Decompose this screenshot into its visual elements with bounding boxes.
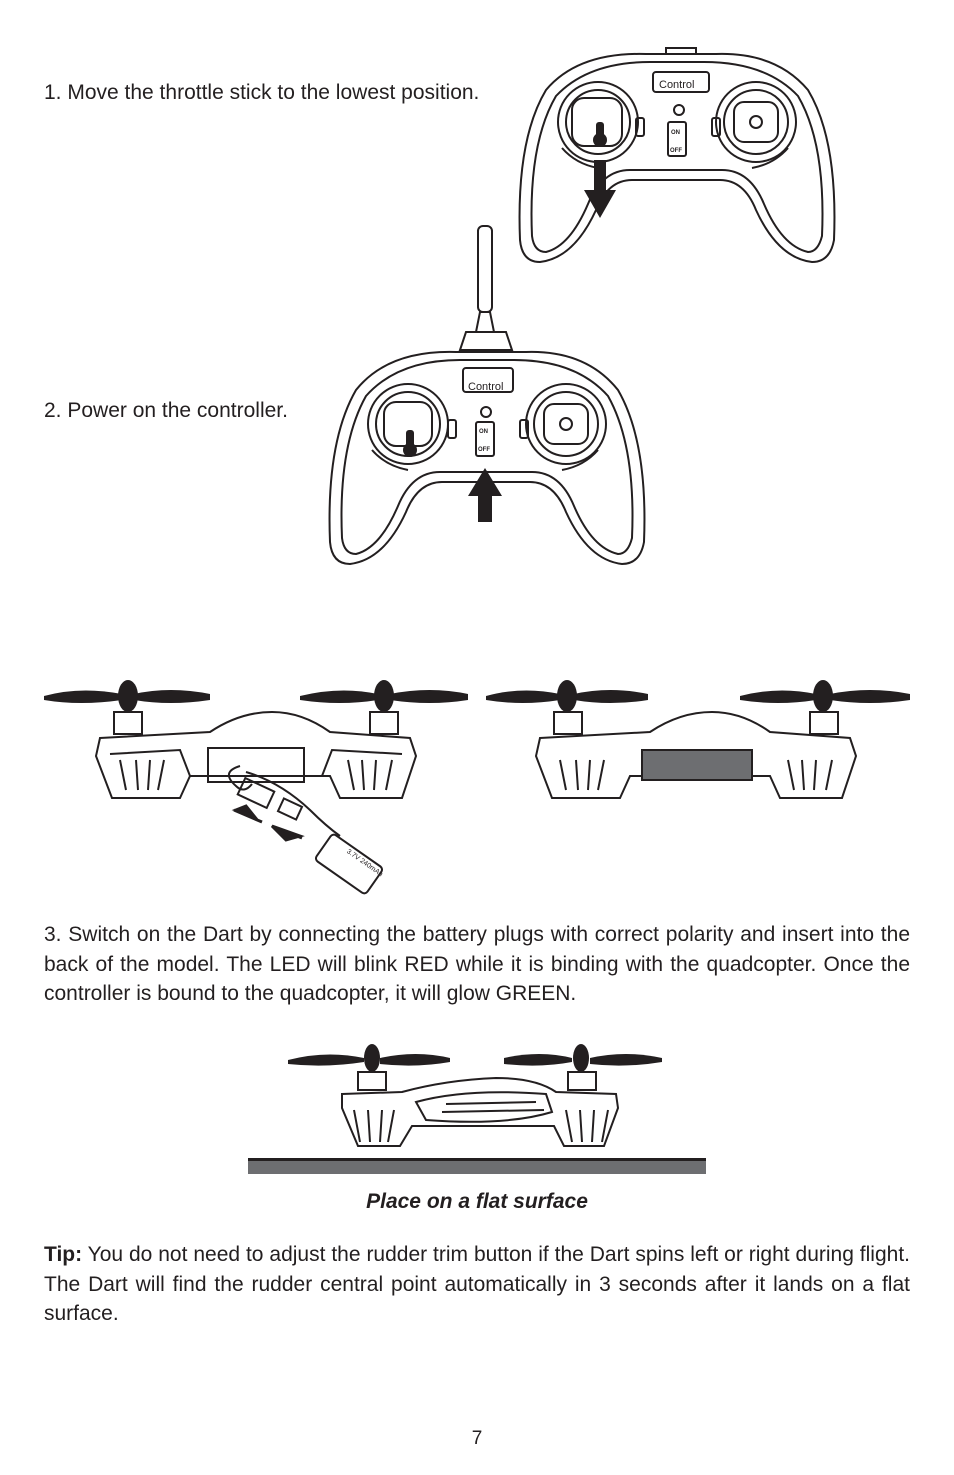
quadcopter-battery-inserted-illustration bbox=[486, 680, 910, 799]
controller-illustration-power-on: Control ON OFF bbox=[328, 225, 646, 566]
step-1-text: 1. Move the throttle stick to the lowest… bbox=[44, 81, 480, 104]
tip-text: You do not need to adjust the rudder tri… bbox=[44, 1243, 910, 1325]
controller-1-switch-off: OFF bbox=[670, 148, 682, 154]
controller-1-brand-label: Control bbox=[659, 79, 694, 91]
tip-label: Tip: bbox=[44, 1243, 83, 1266]
controller-2-brand-label: Control bbox=[468, 381, 503, 393]
page-number: 7 bbox=[471, 1428, 483, 1449]
step-3-text: 3. Switch on the Dart by connecting the … bbox=[44, 923, 910, 1005]
controller-illustration-throttle-down: Control ON OFF bbox=[518, 47, 836, 264]
quadcopter-on-surface-illustration bbox=[248, 1044, 706, 1174]
tip-paragraph: Tip: You do not need to adjust the rudde… bbox=[44, 1240, 910, 1329]
controller-2-switch-on: ON bbox=[479, 429, 488, 435]
controller-1-switch-on: ON bbox=[671, 130, 680, 136]
quadcopter-battery-connection-illustration: 3.7V 240mAh bbox=[44, 680, 468, 895]
step-2-text: 2. Power on the controller. bbox=[44, 399, 288, 422]
figure-caption: Place on a flat surface bbox=[366, 1190, 588, 1213]
controller-2-switch-off: OFF bbox=[478, 447, 490, 453]
battery-label: 3.7V 240mAh bbox=[345, 848, 384, 878]
